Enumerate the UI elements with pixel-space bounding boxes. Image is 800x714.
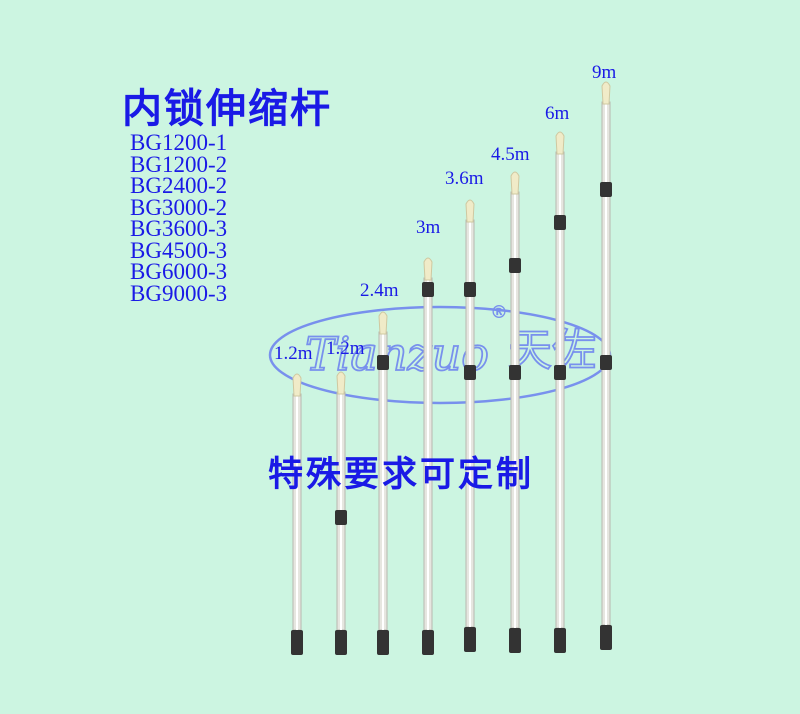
pole-collar bbox=[377, 355, 389, 370]
pole-highlight bbox=[427, 278, 429, 630]
model-item: BG3600-3 bbox=[130, 216, 228, 241]
pole-tip bbox=[336, 371, 346, 395]
pole-label: 3.6m bbox=[445, 168, 484, 189]
pole bbox=[377, 311, 389, 655]
pole-collar bbox=[554, 365, 566, 380]
page-title: 内锁伸缩杆 bbox=[122, 86, 332, 132]
pole-foot bbox=[509, 628, 521, 653]
pole-tip bbox=[292, 373, 302, 397]
logo-registered: ® bbox=[490, 302, 508, 323]
pole-foot bbox=[464, 627, 476, 652]
model-item: BG2400-2 bbox=[130, 173, 228, 198]
pole-foot bbox=[422, 630, 434, 655]
custom-order-note: 特殊要求可定制 bbox=[268, 455, 535, 495]
pole-collar bbox=[509, 258, 521, 273]
model-item: BG1200-2 bbox=[130, 151, 228, 177]
pole-tip bbox=[510, 171, 520, 195]
model-item: BG1200-1 bbox=[130, 130, 228, 155]
pole-collar bbox=[554, 215, 566, 230]
pole bbox=[464, 199, 476, 652]
model-item: BG4500-3 bbox=[130, 237, 228, 263]
model-item: BG3000-2 bbox=[130, 194, 228, 220]
pole-collar bbox=[335, 510, 347, 525]
pole-label: 4.5m bbox=[491, 144, 530, 165]
pole-highlight bbox=[382, 332, 384, 630]
poles bbox=[291, 81, 612, 655]
pole bbox=[335, 371, 347, 655]
pole-foot bbox=[335, 630, 347, 655]
pole-label: 9m bbox=[592, 62, 617, 83]
model-list: BG1200-1 BG1200-2 BG2400-2 BG3000-2 BG36… bbox=[130, 130, 228, 306]
pole-highlight bbox=[469, 220, 471, 627]
pole-foot bbox=[291, 630, 303, 655]
pole-label: 2.4m bbox=[360, 280, 399, 301]
pole-label: 1.2m bbox=[274, 343, 313, 364]
pole-label: 1.2m bbox=[326, 338, 365, 359]
pole-tip bbox=[465, 199, 475, 223]
pole-collar bbox=[600, 355, 612, 370]
pole-foot bbox=[377, 630, 389, 655]
pole-highlight bbox=[559, 152, 561, 628]
pole-collar bbox=[464, 365, 476, 380]
pole-label: 6m bbox=[545, 103, 570, 124]
logo-text: Tianzuo bbox=[305, 327, 489, 381]
pole-tip bbox=[378, 311, 388, 335]
brand-logo: Tianzuo ® 天佐 bbox=[268, 302, 612, 405]
pole-foot bbox=[600, 625, 612, 650]
pole-tip bbox=[555, 131, 565, 155]
pole bbox=[291, 373, 303, 655]
pole-collar bbox=[422, 282, 434, 297]
pole-collar bbox=[464, 282, 476, 297]
pole-foot bbox=[554, 628, 566, 653]
pole bbox=[509, 171, 521, 653]
pole bbox=[600, 81, 612, 650]
pole-collar bbox=[600, 182, 612, 197]
pole-highlight bbox=[514, 192, 516, 628]
pole bbox=[554, 131, 566, 653]
model-item: BG6000-3 bbox=[130, 259, 228, 284]
pole-collar bbox=[509, 365, 521, 380]
logo-chinese: 天佐 bbox=[508, 325, 596, 376]
model-item: BG9000-3 bbox=[130, 280, 228, 306]
pole bbox=[422, 257, 434, 655]
pole-tip bbox=[601, 81, 611, 105]
pole-label: 3m bbox=[416, 217, 441, 238]
pole-highlight bbox=[296, 394, 298, 630]
pole-tip bbox=[423, 257, 433, 281]
